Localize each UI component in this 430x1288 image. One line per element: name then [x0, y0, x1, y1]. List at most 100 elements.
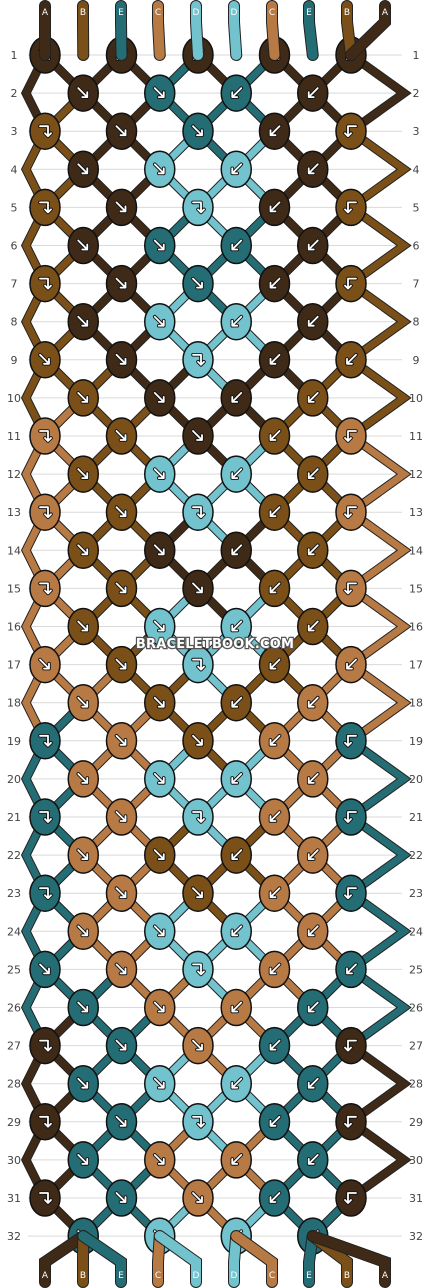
edge-thread	[348, 814, 410, 897]
edge-thread	[348, 1118, 410, 1201]
knot	[144, 988, 176, 1027]
row-number-right: 24	[409, 925, 423, 938]
knot	[67, 74, 99, 112]
arrow-right-then-down-icon	[192, 353, 205, 366]
row-number-left: 7	[11, 278, 18, 291]
row-number-right: 3	[413, 125, 420, 138]
arrow-down-left-icon	[269, 1115, 281, 1127]
arrow-left-then-down-icon	[344, 430, 357, 442]
arrow-down-right-icon	[115, 201, 127, 213]
strand-label-bottom: E	[306, 1271, 312, 1281]
arrow-down-left-icon	[231, 849, 243, 860]
strand-stub-top	[304, 1, 318, 60]
row-number-left: 20	[7, 773, 21, 786]
arrow-down-right-icon	[192, 277, 203, 289]
knot-oval	[182, 493, 214, 531]
row-number-right: 17	[409, 659, 423, 672]
knot	[182, 1179, 214, 1217]
arrow-left-then-down-icon	[344, 1192, 357, 1204]
strand-label-top: B	[80, 8, 86, 18]
knot-oval	[335, 493, 367, 531]
row-number-right: 4	[413, 163, 420, 176]
arrow-down-left-icon	[307, 1077, 319, 1089]
arrow-down-right-icon	[153, 1154, 165, 1165]
arrow-right-then-down-icon	[39, 811, 52, 823]
knot	[297, 836, 329, 874]
arrow-down-left-icon	[307, 849, 319, 860]
arrow-right-then-down-icon	[39, 1039, 52, 1052]
knot	[258, 950, 291, 989]
arrow-down-right-icon	[192, 1039, 203, 1051]
arrow-left-then-down-icon	[344, 887, 357, 900]
arrow-right-then-down-icon	[192, 658, 205, 671]
knot-oval	[182, 645, 214, 684]
arrow-down-left-icon	[231, 1077, 243, 1089]
knot	[182, 264, 214, 303]
knot	[144, 455, 176, 493]
knot	[67, 912, 99, 951]
arrow-down-left-icon	[346, 353, 357, 365]
strand-stub-top	[342, 1, 356, 60]
row-number-left: 5	[11, 201, 18, 214]
arrow-right-then-down-icon	[192, 1115, 205, 1128]
strand-stub-bottom	[154, 1231, 201, 1287]
edge-thread	[348, 128, 410, 211]
edge-thread	[348, 890, 410, 973]
arrow-down-right-icon	[77, 544, 89, 556]
row-number-left: 15	[7, 582, 21, 595]
arrow-down-right-icon	[153, 468, 165, 479]
row-number-left: 24	[7, 925, 21, 938]
row-number-left: 12	[7, 468, 21, 481]
strand-label-top: E	[306, 8, 312, 18]
arrow-down-right-icon	[77, 773, 89, 784]
row-number-left: 30	[7, 1154, 21, 1167]
knot	[105, 112, 138, 150]
knot	[105, 874, 138, 912]
row-number-left: 8	[11, 316, 18, 329]
knot	[220, 74, 252, 112]
arrow-left-then-down-icon	[344, 506, 357, 519]
arrow-down-right-icon	[77, 696, 89, 708]
strand-stub-top	[346, 1, 390, 60]
arrow-down-left-icon	[307, 163, 319, 175]
arrow-down-left-icon	[307, 620, 319, 632]
knot	[105, 798, 138, 836]
knot	[182, 950, 214, 989]
arrow-down-left-icon	[307, 696, 319, 708]
row-number-left: 13	[7, 506, 21, 519]
knot	[335, 417, 367, 455]
arrow-down-right-icon	[153, 1077, 165, 1089]
arrow-down-right-icon	[39, 963, 50, 975]
knot-oval	[29, 1179, 61, 1217]
arrow-down-right-icon	[153, 239, 165, 251]
knot	[29, 1103, 61, 1141]
knot	[29, 645, 61, 684]
knot	[335, 874, 367, 912]
knot	[297, 150, 329, 189]
arrow-down-right-icon	[192, 582, 203, 594]
strand-label-top: A	[382, 8, 389, 18]
knot	[335, 188, 367, 227]
arrow-down-right-icon	[115, 1192, 127, 1203]
knot	[297, 226, 329, 265]
knot	[67, 379, 99, 417]
knot	[220, 531, 252, 570]
arrow-down-left-icon	[231, 239, 243, 251]
knot	[220, 1064, 252, 1103]
knot	[297, 74, 329, 112]
arrow-down-left-icon	[231, 1001, 243, 1013]
row-number-right: 16	[409, 621, 423, 634]
arrow-down-right-icon	[192, 1192, 203, 1203]
knot	[297, 379, 329, 417]
knot-oval	[335, 722, 367, 760]
arrow-down-left-icon	[269, 125, 281, 137]
knot	[105, 1179, 138, 1217]
knot	[258, 569, 291, 608]
row-number-right: 25	[409, 963, 423, 976]
row-number-left: 17	[7, 659, 21, 672]
arrow-down-left-icon	[307, 1001, 319, 1013]
knot-oval	[29, 874, 61, 912]
arrow-down-right-icon	[77, 87, 89, 98]
